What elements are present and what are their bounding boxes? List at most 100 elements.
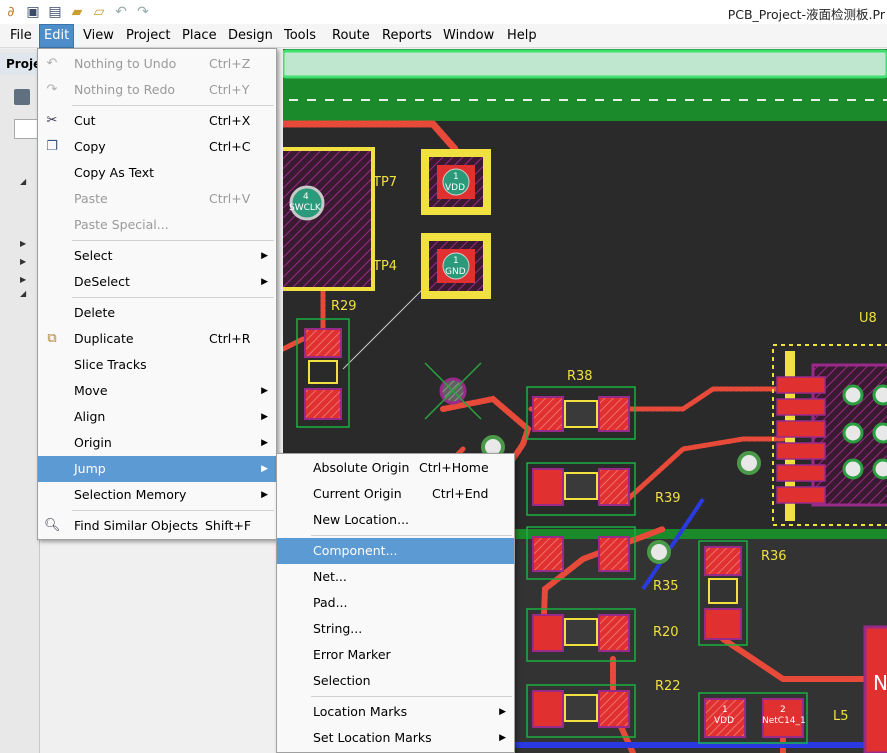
tree-expand-icon[interactable]: ◢ — [20, 289, 27, 298]
pcb-canvas[interactable]: TP7 TP4 R29 R38 U8 R39 R36 R35 R20 R22 L… — [283, 49, 887, 753]
menu-route[interactable]: Route — [332, 28, 370, 43]
pad-net-label: NetC14_1 — [762, 716, 806, 726]
edit-menu: ↶ Nothing to Undo Ctrl+Z ↷ Nothing to Re… — [37, 48, 277, 540]
edit-paste-special-item[interactable]: Paste Special... — [74, 217, 169, 232]
tree-expand-icon[interactable]: ◢ — [20, 177, 27, 186]
pad-net-label: VDD — [445, 183, 466, 193]
redo-icon[interactable]: ↷ — [137, 4, 149, 20]
menu-view[interactable]: View — [83, 28, 114, 43]
save-project-icon[interactable] — [14, 89, 30, 105]
undo-icon: ↶ — [46, 56, 58, 71]
edit-duplicate-item[interactable]: ⧉ Duplicate Ctrl+R — [38, 326, 276, 352]
pcb-drawing — [283, 49, 887, 753]
jump-net-item[interactable]: Net... — [313, 569, 347, 584]
app-title: PCB_Project-液面检测板.Pr — [727, 7, 885, 22]
jump-submenu: Absolute Origin Ctrl+Home Current Origin… — [276, 453, 515, 753]
submenu-arrow-icon: ▶ — [261, 438, 268, 448]
pad-net-label: SWCLK — [289, 203, 321, 213]
submenu-arrow-icon: ▶ — [261, 490, 268, 500]
menu-reports[interactable]: Reports — [382, 28, 432, 43]
jump-pad-item[interactable]: Pad... — [313, 595, 348, 610]
designator-r36: R36 — [761, 549, 787, 564]
tree-expand-icon[interactable]: ▶ — [20, 257, 27, 266]
tree-expand-icon[interactable]: ▶ — [20, 239, 27, 248]
designator-r38: R38 — [567, 369, 593, 384]
pad-number: 1 — [453, 256, 459, 266]
edit-find-similar-item[interactable]: 🔍︎ Find Similar Objects Shift+F — [44, 518, 252, 533]
scissors-icon: ✂ — [46, 113, 58, 128]
edit-deselect-item[interactable]: DeSelect ▶ — [38, 269, 276, 295]
jump-new-location-item[interactable]: New Location... — [313, 512, 410, 527]
designator-r39: R39 — [655, 491, 681, 506]
redo-icon: ↷ — [46, 82, 58, 97]
edit-move-item[interactable]: Move ▶ — [38, 378, 276, 404]
pad-number: 1 — [453, 172, 459, 182]
designator-tp4: TP4 — [373, 259, 398, 274]
open-project-icon[interactable]: ▱ — [93, 4, 105, 20]
duplicate-icon: ⧉ — [47, 331, 57, 346]
pad-number: 1 — [722, 705, 728, 715]
edit-redo-item[interactable]: ↷ Nothing to Redo Ctrl+Y — [38, 77, 276, 103]
jump-component-item[interactable]: Component... — [277, 538, 514, 564]
app-logo-icon: ∂ — [7, 4, 15, 20]
projects-tab[interactable]: Proje — [0, 53, 40, 75]
magnifier-icon: 🔍︎ — [44, 518, 61, 533]
submenu-arrow-icon: ▶ — [499, 707, 506, 717]
edit-slice-tracks-item[interactable]: Slice Tracks — [74, 357, 147, 372]
edit-undo-item[interactable]: ↶ Nothing to Undo Ctrl+Z — [38, 51, 276, 77]
jump-absolute-origin-item[interactable]: Absolute Origin Ctrl+Home — [313, 460, 489, 475]
submenu-arrow-icon: ▶ — [261, 251, 268, 261]
edit-align-item[interactable]: Align ▶ — [38, 404, 276, 430]
edit-delete-item[interactable]: Delete — [74, 305, 116, 320]
jump-string-item[interactable]: String... — [313, 621, 363, 636]
menu-edit[interactable]: Edit — [39, 24, 75, 48]
menu-file[interactable]: File — [10, 28, 32, 43]
jump-location-marks-item[interactable]: Location Marks ▶ — [277, 699, 514, 725]
submenu-arrow-icon: ▶ — [261, 412, 268, 422]
submenu-arrow-icon: ▶ — [261, 464, 268, 474]
menu-separator — [72, 510, 274, 511]
pad-number: 2 — [780, 705, 786, 715]
edit-origin-item[interactable]: Origin ▶ — [38, 430, 276, 456]
tree-expand-icon[interactable]: ▶ — [20, 275, 27, 284]
pad-net-label: VDD — [714, 716, 735, 726]
jump-selection-item[interactable]: Selection — [313, 673, 371, 688]
menu-help[interactable]: Help — [507, 28, 537, 43]
edit-jump-item[interactable]: Jump ▶ — [38, 456, 276, 482]
menu-window[interactable]: Window — [443, 28, 495, 43]
submenu-arrow-icon: ▶ — [261, 386, 268, 396]
menu-place[interactable]: Place — [182, 28, 217, 43]
jump-error-marker-item[interactable]: Error Marker — [313, 647, 391, 662]
designator-r29: R29 — [331, 299, 357, 314]
menu-separator — [72, 240, 274, 241]
menu-separator — [311, 696, 512, 697]
edit-copy-item[interactable]: ❐ Copy Ctrl+C — [38, 134, 276, 160]
submenu-arrow-icon: ▶ — [261, 277, 268, 287]
menu-bar: File Edit View Project Place Design Tool… — [0, 24, 887, 48]
pad-net-label: GND — [445, 267, 466, 277]
edit-selection-memory-item[interactable]: Selection Memory ▶ — [38, 482, 276, 508]
designator-tp7: TP7 — [373, 175, 398, 190]
menu-project[interactable]: Project — [126, 28, 171, 43]
edit-paste-item[interactable]: Paste Ctrl+V — [74, 191, 251, 206]
edit-select-item[interactable]: Select ▶ — [38, 243, 276, 269]
menu-design[interactable]: Design — [228, 28, 273, 43]
undo-icon[interactable]: ↶ — [115, 4, 127, 20]
jump-set-location-marks-item[interactable]: Set Location Marks ▶ — [277, 725, 514, 751]
designator-r22: R22 — [655, 679, 681, 694]
designator-l5: L5 — [833, 709, 849, 724]
copy-icon: ❐ — [46, 139, 58, 154]
title-bar: ∂ ▣ ▤ ▰ ▱ ↶ ↷ PCB_Project-液面检测板.Pr — [0, 0, 887, 24]
designator-r35: R35 — [653, 579, 679, 594]
jump-current-origin-item[interactable]: Current Origin Ctrl+End — [313, 486, 489, 501]
edit-cut-item[interactable]: ✂ Cut Ctrl+X — [38, 108, 276, 134]
menu-tools[interactable]: Tools — [284, 28, 317, 43]
menu-separator — [311, 535, 512, 536]
projects-panel: Proje ◢ ▶ ▶ ▶ ◢ — [0, 49, 40, 753]
edit-copy-as-text-item[interactable]: Copy As Text — [74, 165, 154, 180]
menu-separator — [72, 105, 274, 106]
save-all-icon[interactable]: ▤ — [48, 4, 62, 20]
designator-u8: U8 — [859, 311, 877, 326]
open-icon[interactable]: ▰ — [71, 4, 83, 20]
save-icon[interactable]: ▣ — [26, 4, 40, 20]
